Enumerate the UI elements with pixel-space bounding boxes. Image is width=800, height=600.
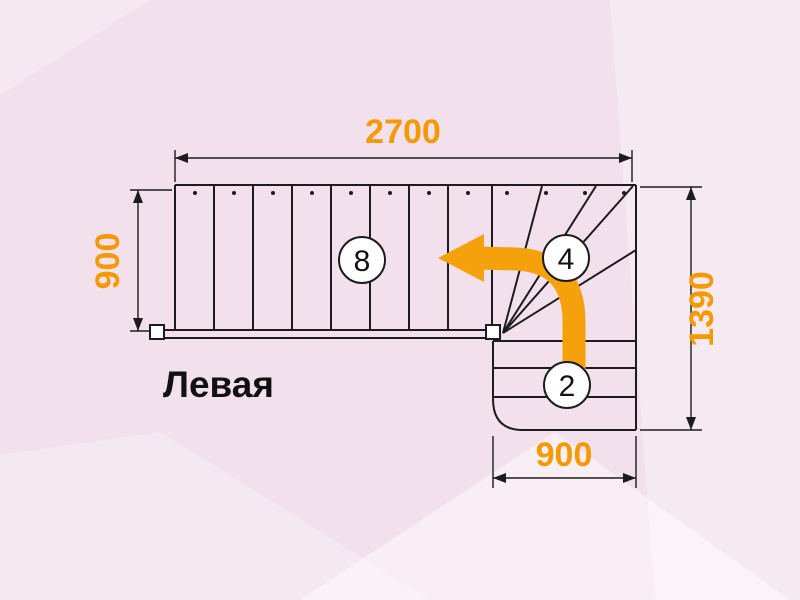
- handrail-post-right: [485, 324, 501, 340]
- dimension-arrowhead: [493, 473, 506, 483]
- baluster-dot: [427, 191, 431, 195]
- balusters: [193, 191, 626, 195]
- dimension-arrowhead: [686, 187, 696, 200]
- dimension-arrowhead: [623, 473, 636, 483]
- step-count-circle-lower: [543, 361, 591, 409]
- baluster-dot: [583, 191, 587, 195]
- dimension-bottom: 900: [492, 436, 637, 488]
- baluster-dot: [271, 191, 275, 195]
- baluster-dot: [544, 191, 548, 195]
- baluster-dot: [388, 191, 392, 195]
- dimension-arrowhead: [133, 190, 143, 203]
- baluster-dot: [193, 191, 197, 195]
- step-count-main: 8: [354, 245, 371, 278]
- dimension-top: 2700: [174, 113, 633, 182]
- baluster-dot: [310, 191, 314, 195]
- direction-arrow-head: [438, 234, 484, 282]
- dimension-arrowhead: [133, 318, 143, 331]
- background-facet-top-left: [0, 0, 150, 95]
- dimension-arrowhead: [175, 153, 188, 163]
- handrail-post-left: [149, 324, 165, 340]
- baluster-dot: [232, 191, 236, 195]
- background-facet-bottom-center: [300, 432, 790, 600]
- background-facet-bottom-left: [0, 432, 430, 600]
- step-count-lower: 2: [559, 370, 576, 403]
- baluster-dot: [466, 191, 470, 195]
- step-count-circle-main: [338, 236, 386, 284]
- baluster-dot: [622, 191, 626, 195]
- lower-flight-outline: [492, 341, 636, 431]
- dimension-left-value: 900: [89, 233, 127, 290]
- dimension-bottom-value: 900: [536, 436, 593, 474]
- handrail: [149, 324, 501, 340]
- dimension-arrowhead: [619, 153, 632, 163]
- background-facet-right: [610, 0, 800, 600]
- baluster-dot: [505, 191, 509, 195]
- step-count-circle-winders: [542, 234, 590, 282]
- dimension-left: 900: [89, 189, 172, 332]
- plan-title: Левая: [163, 364, 274, 405]
- dimension-arrowhead: [686, 417, 696, 430]
- straight-flight-treads: [213, 185, 449, 330]
- dimension-right: 1390: [640, 186, 721, 431]
- step-count-winders: 4: [558, 243, 575, 276]
- step-count-badges: 8 4 2: [338, 234, 591, 409]
- dimension-top-value: 2700: [365, 113, 441, 151]
- dimension-right-value: 1390: [683, 271, 721, 347]
- baluster-dot: [349, 191, 353, 195]
